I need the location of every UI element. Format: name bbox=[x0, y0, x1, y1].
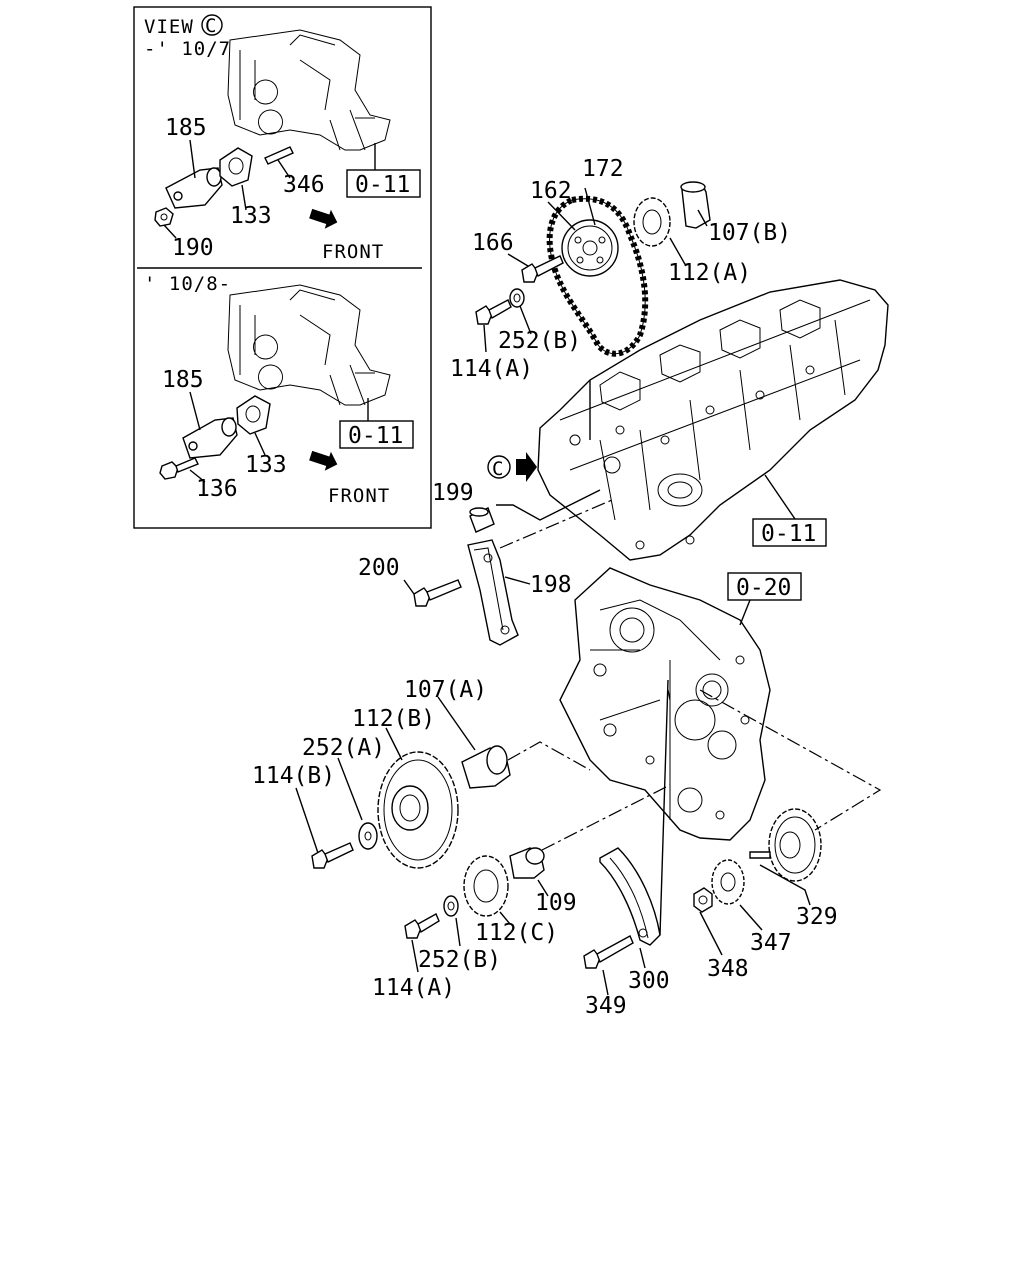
nut-190-top bbox=[154, 207, 174, 227]
label-107a: 107(A) bbox=[404, 677, 487, 703]
washer-252b-bottom bbox=[443, 895, 459, 917]
label-112a: 112(A) bbox=[668, 260, 751, 286]
dowel-199 bbox=[469, 507, 495, 533]
bottom-185-label: 185 bbox=[162, 367, 204, 393]
label-300: 300 bbox=[628, 968, 670, 994]
bolt-114a-top bbox=[475, 299, 512, 325]
label-114a-top: 114(A) bbox=[450, 356, 533, 382]
gear-329 bbox=[768, 808, 822, 882]
label-198: 198 bbox=[530, 572, 572, 598]
gear-347 bbox=[711, 859, 745, 905]
shaft-107a bbox=[461, 745, 511, 789]
view-letter: C bbox=[205, 15, 217, 37]
cylinder-head bbox=[537, 279, 889, 561]
bolt-136-bottom bbox=[159, 457, 199, 480]
label-114a-bottom: 114(A) bbox=[372, 975, 455, 1001]
gasket-133-top bbox=[219, 147, 253, 187]
gear-112b bbox=[377, 751, 459, 869]
label-349: 349 bbox=[585, 993, 627, 1019]
bolt-114a-bottom bbox=[404, 913, 440, 939]
tensioner-185-bottom bbox=[182, 417, 238, 459]
inset-frame bbox=[133, 6, 432, 529]
gear-112a bbox=[633, 197, 671, 247]
top-ref-box bbox=[346, 169, 421, 198]
inset-bottom-engine-block bbox=[227, 284, 391, 406]
front-arrow-top-icon bbox=[309, 208, 338, 229]
pin-329 bbox=[749, 851, 771, 859]
top-190-label: 190 bbox=[172, 235, 214, 261]
stud-346-top bbox=[264, 146, 294, 165]
label-200: 200 bbox=[358, 555, 400, 581]
washer-252a bbox=[358, 822, 378, 850]
label-166: 166 bbox=[472, 230, 514, 256]
top-185-label: 185 bbox=[165, 115, 207, 141]
bottom-front-label: FRONT bbox=[328, 485, 390, 507]
bottom-ref-label: 0-11 bbox=[348, 423, 403, 449]
inset-panel: VIEW C -' 10/7 185 133 346 1 bbox=[133, 6, 432, 529]
label-107b: 107(B) bbox=[708, 220, 791, 246]
sprocket-162 bbox=[561, 219, 619, 277]
bolt-200 bbox=[413, 579, 462, 607]
ref-box-011 bbox=[752, 518, 827, 547]
top-133-label: 133 bbox=[230, 203, 272, 229]
front-arrow-bottom-icon bbox=[309, 450, 338, 471]
label-199: 199 bbox=[432, 480, 474, 506]
bolt-349 bbox=[583, 935, 634, 969]
ref-label-020: 0-20 bbox=[736, 575, 791, 601]
chain-guide-198 bbox=[467, 539, 519, 646]
view-c-arrow-icon bbox=[516, 452, 537, 482]
view-c-circle bbox=[487, 455, 511, 479]
label-162: 162 bbox=[530, 178, 572, 204]
bottom-136-label: 136 bbox=[196, 476, 238, 502]
bolt-166 bbox=[521, 255, 564, 283]
label-172: 172 bbox=[582, 156, 624, 182]
view-letter-circle bbox=[201, 14, 223, 36]
label-252b-bottom: 252(B) bbox=[418, 947, 501, 973]
shaft-107b bbox=[680, 181, 711, 229]
tensioner-shoe-300 bbox=[599, 847, 661, 946]
ref-box-020 bbox=[727, 572, 802, 601]
label-347: 347 bbox=[750, 930, 792, 956]
top-front-label: FRONT bbox=[322, 241, 384, 263]
gear-112c bbox=[463, 855, 509, 917]
view-c-letter: C bbox=[492, 458, 504, 480]
top-range-label: -' 10/7 bbox=[144, 38, 231, 60]
tensioner-185-top bbox=[165, 167, 223, 209]
timing-case bbox=[559, 567, 771, 841]
gasket-133-bottom bbox=[236, 395, 271, 435]
label-112b: 112(B) bbox=[352, 706, 435, 732]
label-114b: 114(B) bbox=[252, 763, 335, 789]
ref-label-011: 0-11 bbox=[761, 521, 816, 547]
bottom-ref-box bbox=[339, 420, 414, 449]
nut-348 bbox=[693, 887, 713, 913]
bottom-133-label: 133 bbox=[245, 452, 287, 478]
top-346-label: 346 bbox=[283, 172, 325, 198]
label-252b-top: 252(B) bbox=[498, 328, 581, 354]
shaft-109 bbox=[509, 847, 545, 879]
view-label: VIEW bbox=[144, 16, 194, 38]
bolt-114b bbox=[311, 842, 354, 869]
bottom-range-label: ' 10/8- bbox=[144, 273, 231, 295]
inset-top-engine-block bbox=[227, 29, 391, 151]
label-252a: 252(A) bbox=[302, 735, 385, 761]
label-109: 109 bbox=[535, 890, 577, 916]
washer-252b-top bbox=[509, 288, 525, 308]
label-112c: 112(C) bbox=[475, 920, 558, 946]
label-329: 329 bbox=[796, 904, 838, 930]
label-348: 348 bbox=[707, 956, 749, 982]
top-ref-label: 0-11 bbox=[355, 172, 410, 198]
